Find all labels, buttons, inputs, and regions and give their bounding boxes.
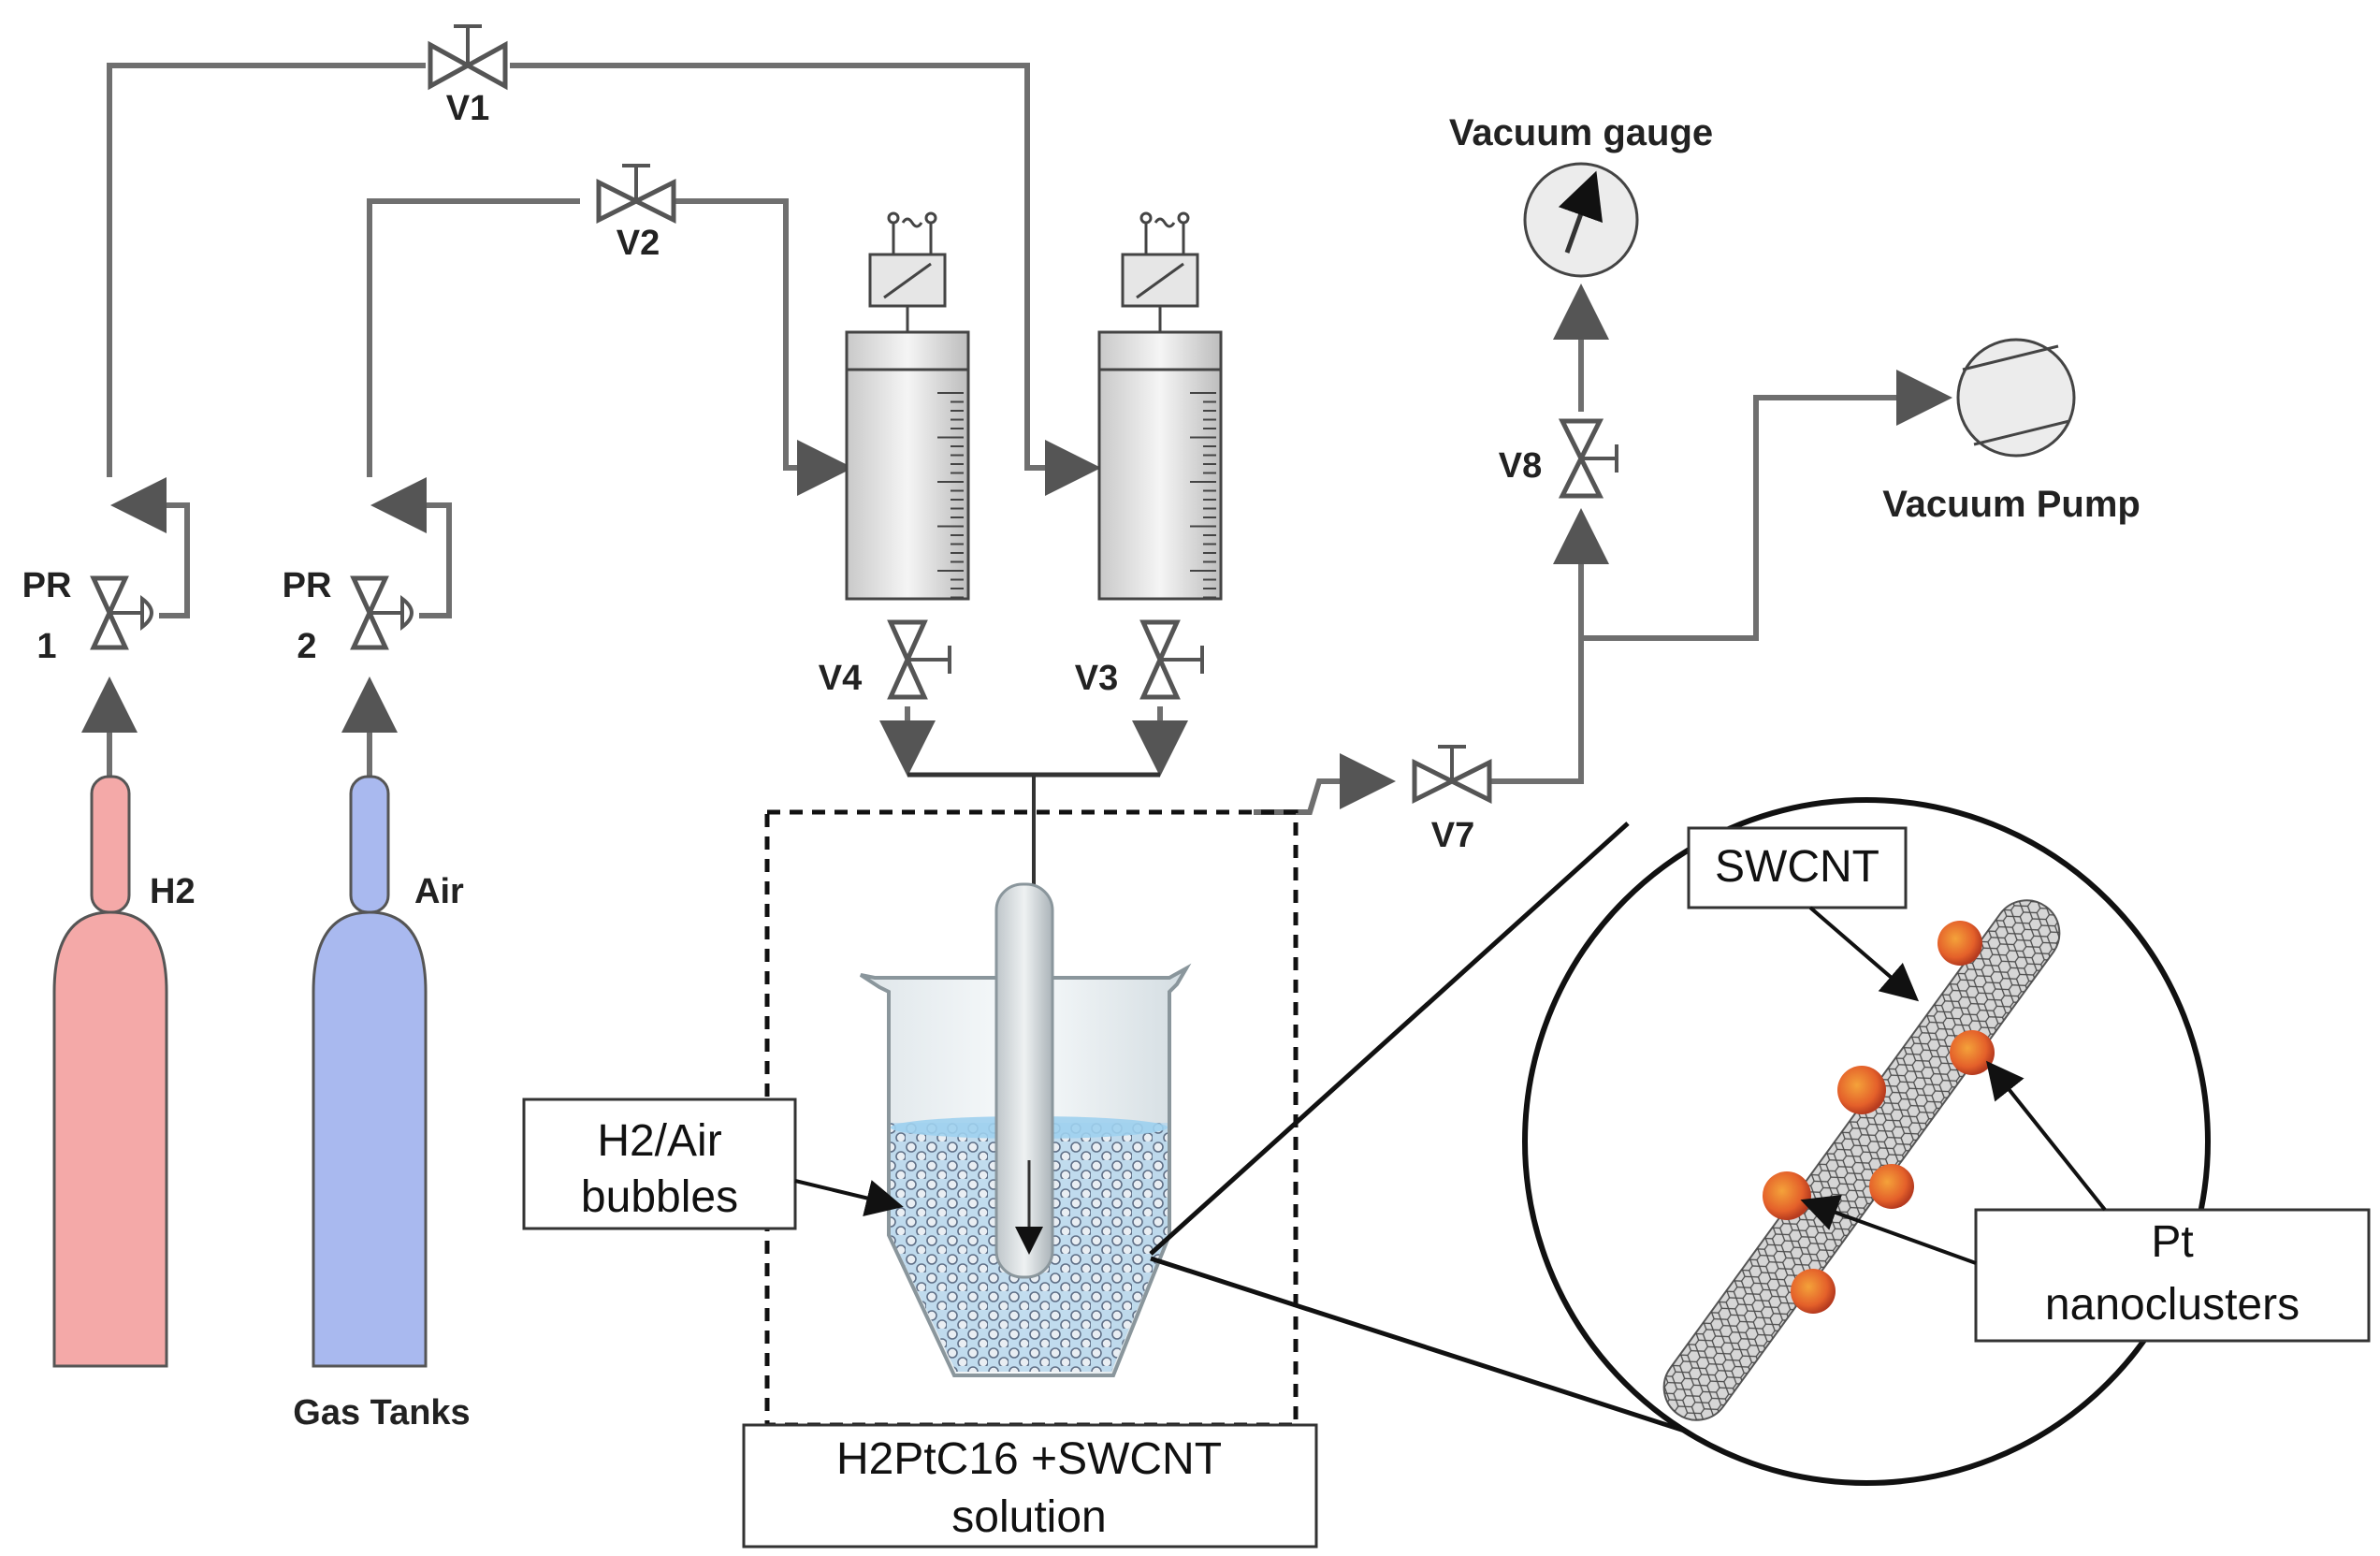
- solution-text-line1: H2PtC16 +SWCNT: [836, 1434, 1222, 1484]
- v2-to-left-column-line: [660, 198, 853, 496]
- valve-v2[interactable]: [596, 164, 676, 225]
- label-air: Air: [414, 872, 464, 911]
- label-v7: V7: [1431, 816, 1474, 855]
- vacuum-gauge-icon: [1523, 162, 1639, 278]
- v7-to-v8-line: [1483, 508, 1609, 784]
- sparger-tube: [994, 882, 1054, 1279]
- h2-gas-tank: [52, 775, 168, 1368]
- pressure-regulator-pr2[interactable]: [350, 575, 414, 650]
- solution-text-line2: solution: [951, 1492, 1106, 1542]
- bubbles-callout-box: [522, 1098, 797, 1230]
- valve-v4[interactable]: [887, 619, 951, 700]
- bubbles-text-line1: H2/Air: [597, 1116, 721, 1166]
- label-v4: V4: [819, 659, 862, 698]
- label-vacuum-gauge: Vacuum gauge: [1449, 112, 1713, 153]
- v1-to-right-column-line: [510, 63, 1101, 496]
- pt-text-line1: Pt: [2151, 1217, 2193, 1267]
- zoom-lines: [1149, 822, 1732, 1448]
- label-pr1-line1: PR: [22, 566, 72, 605]
- air-line-upper: [367, 198, 580, 477]
- label-v8: V8: [1499, 446, 1542, 486]
- label-pr2-line1: PR: [283, 566, 332, 605]
- pt-text-line2: nanoclusters: [2045, 1280, 2300, 1330]
- pump-line: [1581, 370, 1952, 641]
- label-v2: V2: [617, 224, 660, 263]
- valve-v8[interactable]: [1558, 418, 1618, 499]
- exhaust-line: [1254, 753, 1396, 815]
- pt-nanoclusters-callout-box: [1974, 1208, 2371, 1343]
- valve-v1[interactable]: [428, 24, 508, 91]
- pr2-feedback-line: [370, 477, 452, 618]
- label-v1: V1: [446, 89, 489, 128]
- swcnt-text: SWCNT: [1715, 842, 1879, 892]
- solution-callout-box: [742, 1423, 1318, 1549]
- label-pr2-line2: 2: [297, 627, 316, 666]
- label-gas-tanks: Gas Tanks: [293, 1393, 470, 1432]
- label-vacuum-pump: Vacuum Pump: [1882, 484, 2141, 525]
- label-h2: H2: [150, 872, 196, 911]
- label-v3: V3: [1075, 659, 1118, 698]
- swcnt-callout-box: [1687, 826, 1908, 909]
- pr1-feedback-line: [110, 477, 190, 618]
- label-pr1-line2: 1: [36, 627, 56, 666]
- right-graduated-column: [1097, 211, 1223, 601]
- left-graduated-column: [845, 211, 970, 601]
- h2-line-upper: [107, 63, 426, 477]
- air-gas-tank: [312, 775, 428, 1368]
- bubbles-text-line2: bubbles: [581, 1172, 738, 1222]
- pressure-regulator-pr1[interactable]: [90, 575, 153, 650]
- beaker: [859, 882, 1192, 1377]
- vacuum-pump-icon: [1956, 338, 2076, 458]
- pt-nanoclusters: [1763, 921, 1995, 1314]
- swcnt-nanotube: [1662, 899, 2061, 1421]
- piping: [81, 63, 1952, 898]
- valve-v7[interactable]: [1412, 745, 1492, 805]
- valve-v3[interactable]: [1139, 619, 1204, 700]
